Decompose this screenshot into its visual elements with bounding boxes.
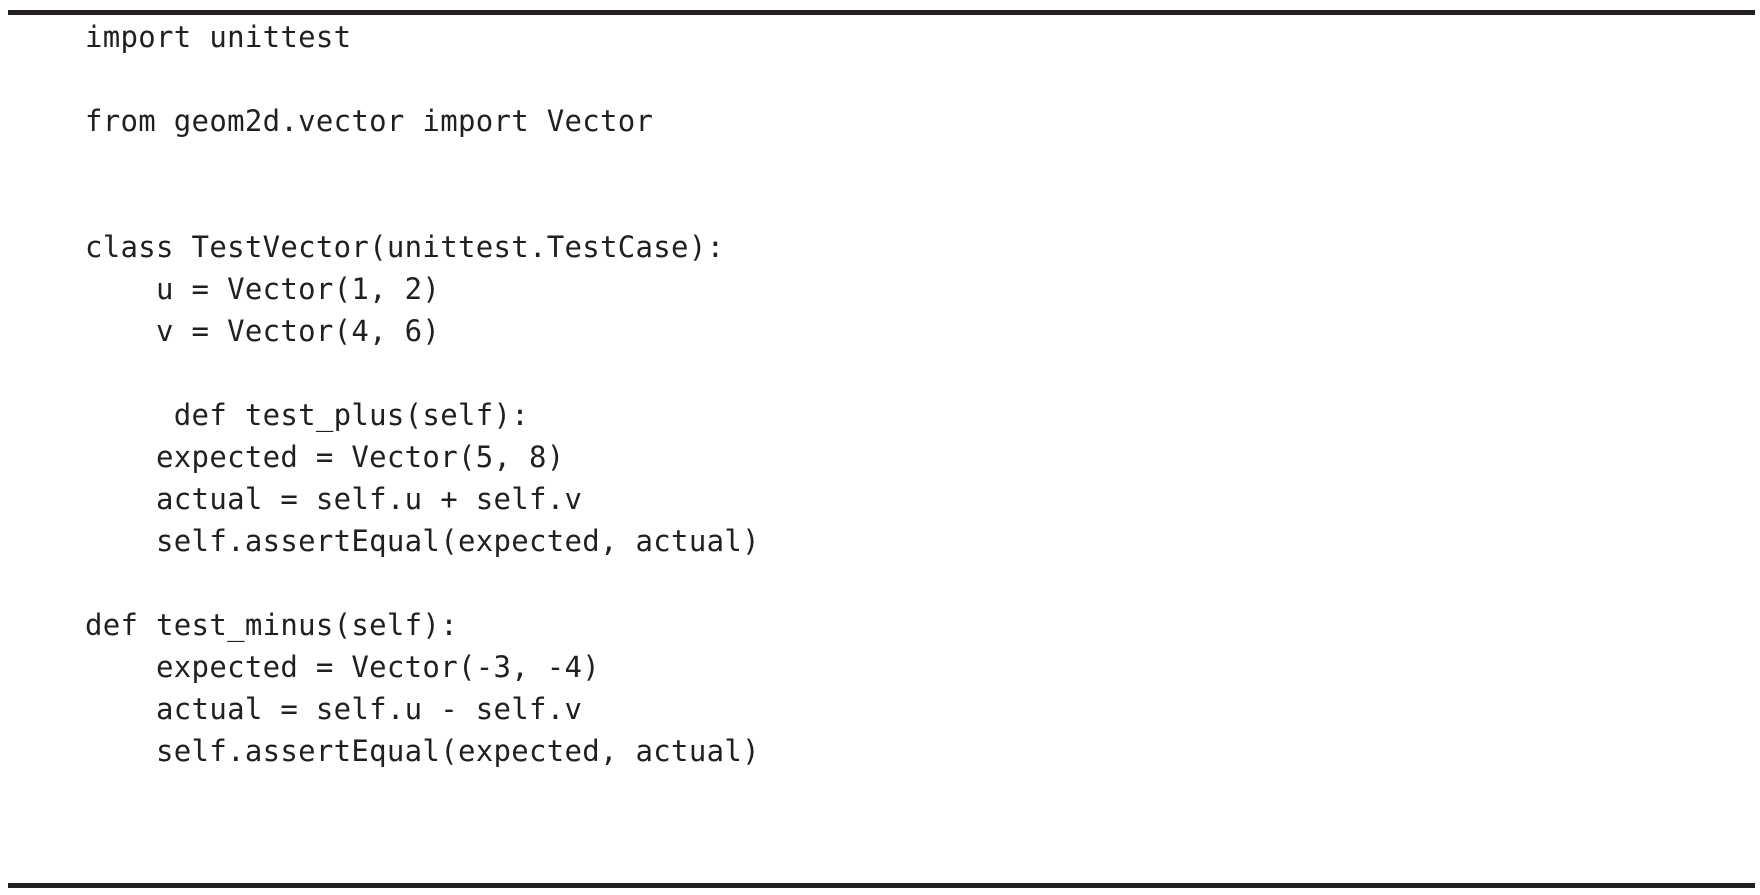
code-line: u = Vector(1, 2) <box>85 272 441 306</box>
code-line: from geom2d.vector import Vector <box>85 104 654 138</box>
code-block: import unittest from geom2d.vector impor… <box>0 16 1760 772</box>
code-line: actual = self.u - self.v <box>85 692 583 726</box>
code-line: def test_plus(self): <box>85 398 529 432</box>
code-line: actual = self.u + self.v <box>85 482 583 516</box>
code-line <box>0 142 1760 184</box>
code-line: self.assertEqual(expected, actual) <box>85 524 760 558</box>
code-line: class TestVector(unittest.TestCase): <box>85 230 725 264</box>
code-line: expected = Vector(5, 8) <box>85 440 565 474</box>
code-line <box>0 352 1760 394</box>
top-horizontal-rule <box>8 10 1755 15</box>
code-line: expected = Vector(-3, -4) <box>85 650 601 684</box>
code-line: def test_minus(self): <box>85 608 458 642</box>
code-line <box>0 562 1760 604</box>
code-line: self.assertEqual(expected, actual) <box>85 734 760 768</box>
code-line <box>0 58 1760 100</box>
bottom-horizontal-rule <box>8 883 1755 888</box>
code-line <box>0 184 1760 226</box>
code-line: v = Vector(4, 6) <box>85 314 441 348</box>
code-line: import unittest <box>85 20 352 54</box>
